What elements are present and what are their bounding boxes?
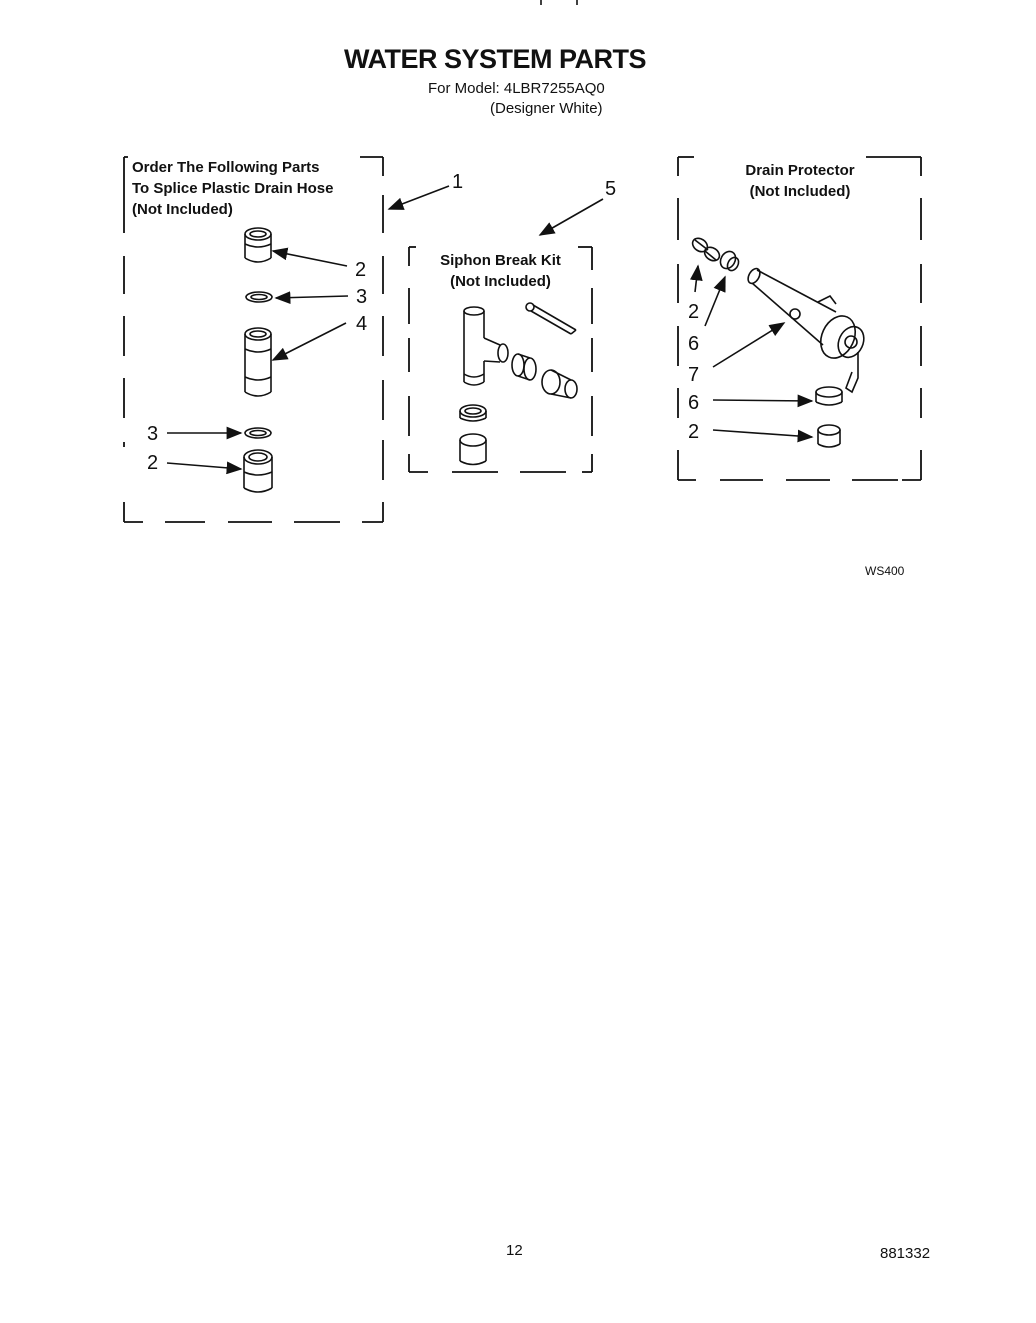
drain-coupling-top — [691, 237, 721, 262]
document-number: 881332 — [880, 1245, 931, 1262]
siphon-line-1: Siphon Break Kit — [440, 252, 561, 269]
drain-line-1: Drain Protector — [745, 162, 855, 179]
page-number: 12 — [506, 1242, 523, 1259]
splice-box-heading: Order The Following Parts To Splice Plas… — [132, 157, 333, 220]
siphon-box-frame — [408, 246, 593, 473]
siphon-nut — [511, 353, 537, 381]
callout-drain-6b: 6 — [688, 392, 700, 414]
connector-tube — [244, 327, 272, 397]
page-title: WATER SYSTEM PARTS — [343, 44, 647, 74]
callout-splice-4: 4 — [356, 313, 368, 335]
callout-drain-7: 7 — [688, 364, 700, 386]
callout-drain-6a: 6 — [688, 333, 700, 355]
clamp-bottom — [244, 427, 272, 439]
siphon-coupling-bottom — [459, 433, 487, 466]
siphon-tee — [463, 306, 509, 386]
splice-line-2: To Splice Plastic Drain Hose — [132, 180, 334, 197]
drain-protector-body — [747, 267, 865, 394]
callout-1: 1 — [452, 171, 464, 193]
splice-line-1: Order The Following Parts — [132, 159, 320, 176]
siphon-line-2: (Not Included) — [450, 273, 551, 290]
cable-tie — [525, 302, 577, 335]
siphon-coupling — [541, 369, 578, 399]
color-line: (Designer White) — [490, 100, 603, 117]
callout-5: 5 — [605, 178, 617, 200]
figure-code: WS400 — [865, 564, 905, 578]
clamp-top — [245, 291, 273, 303]
callout-drain-2a: 2 — [688, 301, 700, 323]
drain-box-frame — [677, 156, 922, 481]
siphon-clamp — [459, 404, 487, 422]
splice-line-3: (Not Included) — [132, 201, 233, 218]
callout-drain-2b: 2 — [688, 421, 700, 443]
coupling-top — [244, 227, 272, 263]
callout-splice-2b: 2 — [147, 452, 159, 474]
coupling-bottom — [243, 449, 273, 493]
drain-coupling-bottom — [817, 424, 841, 448]
drain-clamp-top — [719, 250, 740, 272]
model-line: For Model: 4LBR7255AQ0 — [428, 80, 605, 97]
splice-box-frame — [123, 156, 384, 523]
siphon-box-heading: Siphon Break Kit (Not Included) — [409, 250, 592, 292]
callout-splice-3a: 3 — [356, 286, 368, 308]
drain-line-2: (Not Included) — [749, 183, 851, 200]
callout-splice-3b: 3 — [147, 423, 159, 445]
drain-box-heading: Drain Protector (Not Included) — [700, 160, 900, 202]
drain-clamp-bottom — [815, 386, 843, 406]
callout-splice-2a: 2 — [355, 259, 367, 281]
